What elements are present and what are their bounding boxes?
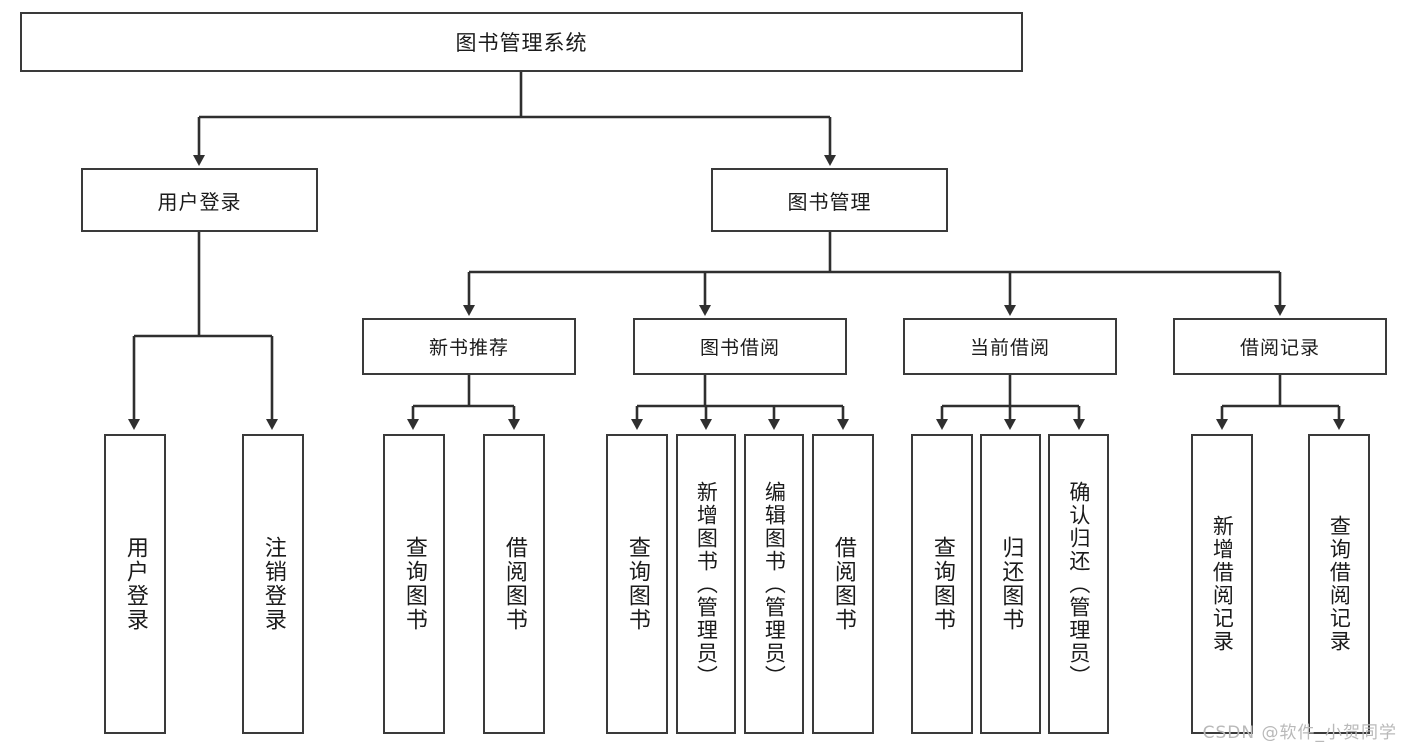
leaf-add-book-label: 新增图书（管理员） [694,480,719,688]
node-book-borrow[interactable]: 图书借阅 [633,318,847,375]
node-book-manage[interactable]: 图书管理 [711,168,948,232]
node-new-book-recommend-label: 新书推荐 [428,337,509,359]
leaf-borrow-book-2-label: 借阅图书 [830,536,856,632]
leaf-user-login[interactable]: 用户登录 [104,434,166,734]
node-current-borrow-label: 当前借阅 [969,337,1050,359]
leaf-query-book-2-label: 查询图书 [624,536,650,632]
leaf-user-login-label: 用户登录 [122,536,148,632]
leaf-query-book-1-label: 查询图书 [401,536,427,632]
leaf-query-book-2[interactable]: 查询图书 [606,434,668,734]
leaf-return-book[interactable]: 归还图书 [980,434,1041,734]
leaf-borrow-book-1[interactable]: 借阅图书 [483,434,545,734]
leaf-borrow-book-2[interactable]: 借阅图书 [812,434,874,734]
node-root-system[interactable]: 图书管理系统 [20,12,1023,72]
leaf-add-book[interactable]: 新增图书（管理员） [676,434,736,734]
leaf-query-book-3-label: 查询图书 [929,536,955,632]
node-user-login[interactable]: 用户登录 [81,168,318,232]
node-borrow-record[interactable]: 借阅记录 [1173,318,1387,375]
leaf-query-book-1[interactable]: 查询图书 [383,434,445,734]
leaf-confirm-return-label: 确认归还（管理员） [1066,480,1091,688]
leaf-logout-login-label: 注销登录 [260,536,286,632]
leaf-confirm-return[interactable]: 确认归还（管理员） [1048,434,1109,734]
node-book-manage-label: 图书管理 [787,189,872,214]
leaf-borrow-book-1-label: 借阅图书 [501,536,527,632]
leaf-query-book-3[interactable]: 查询图书 [911,434,973,734]
node-book-borrow-label: 图书借阅 [699,337,780,359]
node-root-label: 图书管理系统 [455,31,588,55]
leaf-return-book-label: 归还图书 [998,536,1024,632]
node-current-borrow[interactable]: 当前借阅 [903,318,1117,375]
leaf-edit-book-label: 编辑图书（管理员） [762,480,787,688]
node-new-book-recommend[interactable]: 新书推荐 [362,318,576,375]
leaf-logout-login[interactable]: 注销登录 [242,434,304,734]
leaf-add-record-label: 新增借阅记录 [1210,515,1235,653]
node-borrow-record-label: 借阅记录 [1239,337,1320,359]
leaf-query-record-label: 查询借阅记录 [1327,515,1352,653]
leaf-edit-book[interactable]: 编辑图书（管理员） [744,434,804,734]
node-user-login-label: 用户登录 [157,189,242,214]
leaf-query-record[interactable]: 查询借阅记录 [1308,434,1370,734]
leaf-add-record[interactable]: 新增借阅记录 [1191,434,1253,734]
